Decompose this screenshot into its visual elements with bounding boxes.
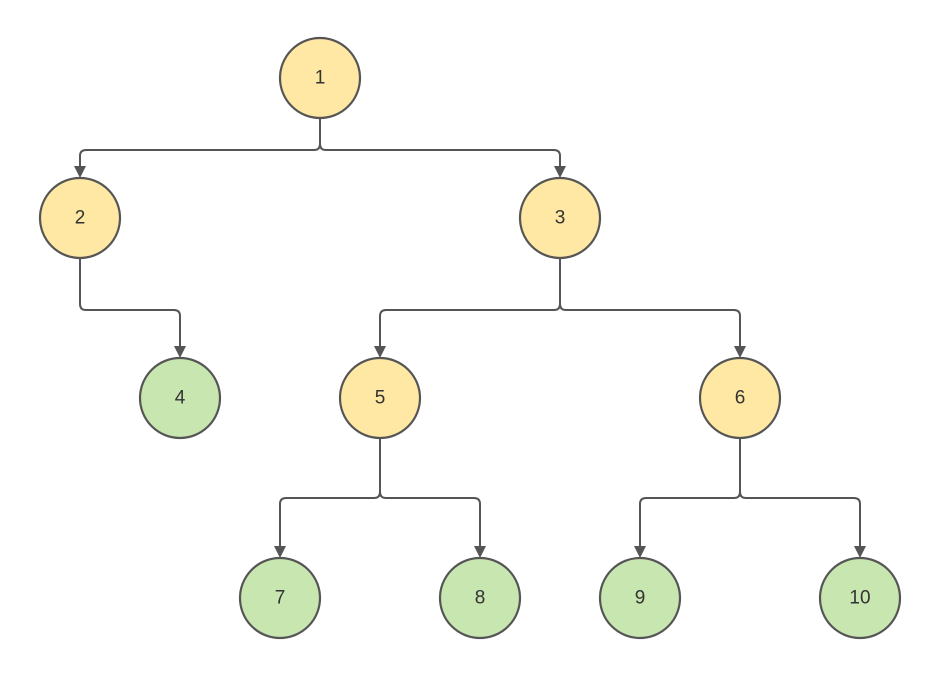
node-4[interactable]: 4 xyxy=(138,356,222,440)
edge-line-2-4 xyxy=(79,258,181,348)
arrowhead-9 xyxy=(634,546,646,558)
arrowhead-6 xyxy=(734,346,746,358)
edge-line-3-5 xyxy=(379,258,561,348)
node-3[interactable]: 3 xyxy=(518,176,602,260)
edge-1-2 xyxy=(74,118,321,178)
node-label-1: 1 xyxy=(315,68,326,89)
arrowhead-7 xyxy=(274,546,286,558)
node-5[interactable]: 5 xyxy=(338,356,422,440)
node-label-10: 10 xyxy=(849,588,870,609)
node-circle-10 xyxy=(818,556,902,640)
node-label-3: 3 xyxy=(555,208,566,229)
node-circle-7 xyxy=(238,556,322,640)
node-6[interactable]: 6 xyxy=(698,356,782,440)
arrowhead-10 xyxy=(854,546,866,558)
node-circle-5 xyxy=(338,356,422,440)
edge-6-9 xyxy=(634,438,741,558)
node-1[interactable]: 1 xyxy=(278,36,362,120)
edge-2-4 xyxy=(79,258,186,358)
node-2[interactable]: 2 xyxy=(38,176,122,260)
arrowhead-3 xyxy=(554,166,566,178)
arrowhead-4 xyxy=(174,346,186,358)
node-circle-6 xyxy=(698,356,782,440)
edge-5-7 xyxy=(274,438,381,558)
edge-line-6-10 xyxy=(739,438,861,548)
node-label-6: 6 xyxy=(735,388,746,409)
edge-line-1-3 xyxy=(319,118,561,168)
node-label-9: 9 xyxy=(635,588,646,609)
node-9[interactable]: 9 xyxy=(598,556,682,640)
node-8[interactable]: 8 xyxy=(438,556,522,640)
edge-3-5 xyxy=(374,258,561,358)
node-circle-1 xyxy=(278,36,362,120)
arrowhead-8 xyxy=(474,546,486,558)
edge-6-10 xyxy=(739,438,866,558)
node-circle-2 xyxy=(38,176,122,260)
node-10[interactable]: 10 xyxy=(818,556,902,640)
node-circle-3 xyxy=(518,176,602,260)
node-label-2: 2 xyxy=(75,208,86,229)
arrowhead-2 xyxy=(74,166,86,178)
edge-5-8 xyxy=(379,438,486,558)
node-label-4: 4 xyxy=(175,388,186,409)
edges-layer xyxy=(74,118,866,558)
edge-line-5-7 xyxy=(279,438,381,548)
edge-line-6-9 xyxy=(639,438,741,548)
edge-3-6 xyxy=(559,258,746,358)
node-label-5: 5 xyxy=(375,388,386,409)
node-7[interactable]: 7 xyxy=(238,556,322,640)
node-label-8: 8 xyxy=(475,588,486,609)
nodes-layer: 1 2 3 4 5 6 7 8 9 10 xyxy=(38,36,902,640)
edge-line-5-8 xyxy=(379,438,481,548)
edge-line-3-6 xyxy=(559,258,741,348)
node-circle-9 xyxy=(598,556,682,640)
edge-1-3 xyxy=(319,118,566,178)
edge-line-1-2 xyxy=(79,118,321,168)
node-circle-4 xyxy=(138,356,222,440)
arrowhead-5 xyxy=(374,346,386,358)
node-label-7: 7 xyxy=(275,588,286,609)
node-circle-8 xyxy=(438,556,522,640)
